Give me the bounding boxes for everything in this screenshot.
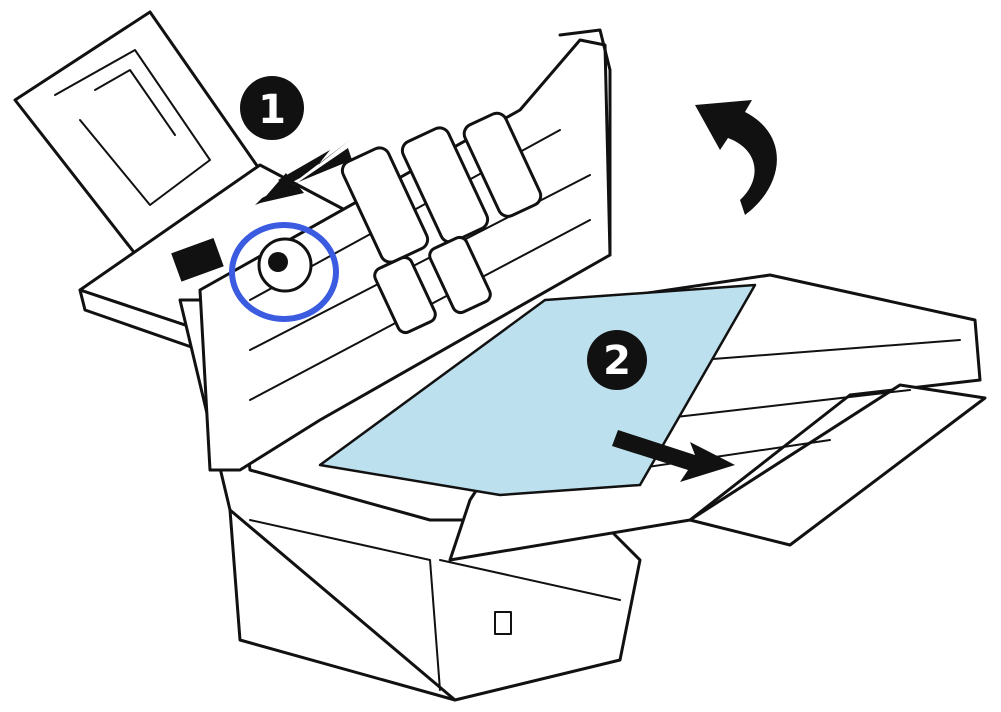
pull-out-arrow-icon xyxy=(612,430,735,482)
roller-group xyxy=(340,111,543,335)
step-1-number: 1 xyxy=(258,87,286,133)
step-1-badge: 1 xyxy=(240,76,304,140)
lift-up-curved-arrow-icon xyxy=(695,100,777,215)
highlight-circle-icon xyxy=(229,222,339,322)
adf-cover-open xyxy=(171,28,612,472)
push-arrow-icon xyxy=(255,140,352,205)
step-2-badge: 2 xyxy=(587,330,647,390)
step-2-number: 2 xyxy=(603,338,631,384)
